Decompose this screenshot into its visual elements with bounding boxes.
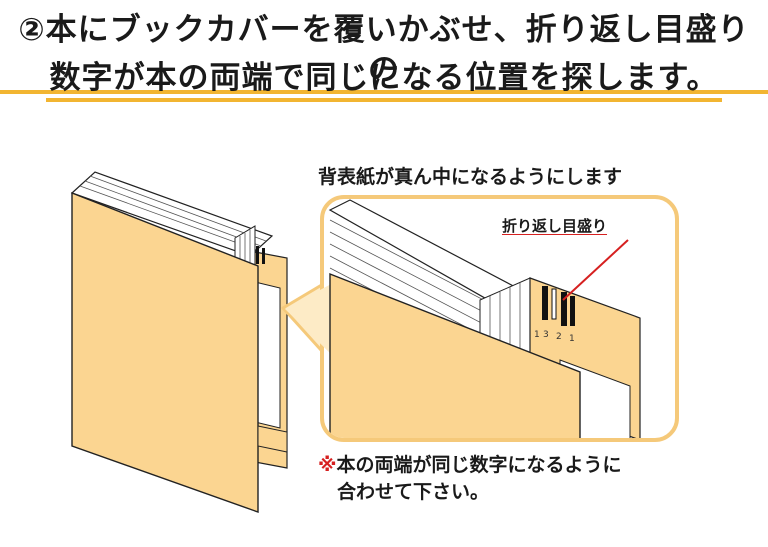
spine-caption: 背表紙が真ん中になるようにします [318,166,623,188]
heading-text-2: 数字が本の両端で同じになる位置を探します。 [45,58,723,102]
scale-label: 折り返し目盛り [502,217,608,235]
scale-number-1: 1 [534,330,540,340]
heading-text-1: ②本にブックカバーを覆いかぶせ、折り返し目盛りの [0,10,768,94]
note-line-2: 合わせて下さい。 [337,481,490,503]
scale-number-4: 1 [569,334,575,344]
note-text-1: 本の両端が同じ数字になるように [336,454,622,476]
scale-pointer-line [562,239,629,301]
note-line-1: ※本の両端が同じ数字になるように [318,452,622,479]
heading-line-2: 数字が本の両端で同じになる位置を探します。 [0,58,768,102]
zoom-callout: 1 3 2 1 [281,195,679,442]
note-mark: ※ [318,454,337,476]
note: ※本の両端が同じ数字になるように 合わせて下さい。 [318,452,622,506]
book-drawing [70,171,288,513]
scale-number-2: 3 [543,330,549,340]
scale-number-3: 2 [556,332,562,342]
heading-line-1: ②本にブックカバーを覆いかぶせ、折り返し目盛りの [0,10,768,94]
